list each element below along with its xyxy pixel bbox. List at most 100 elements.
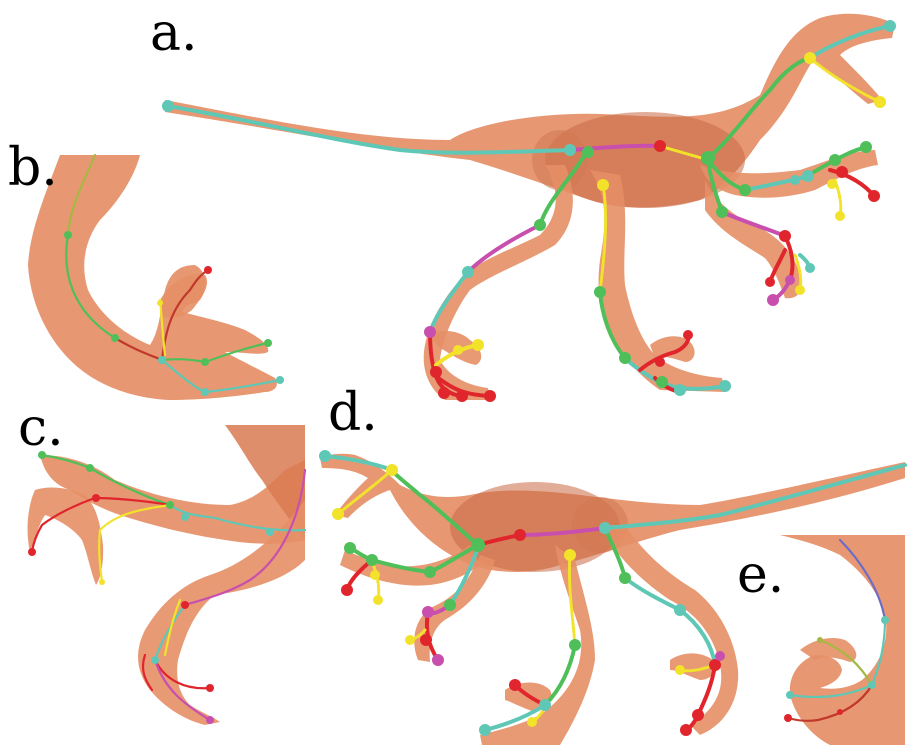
joint	[767, 294, 779, 306]
joint	[162, 100, 174, 112]
joint	[484, 390, 496, 402]
joint	[341, 584, 353, 596]
joint	[835, 211, 845, 221]
joint	[564, 549, 576, 561]
joint	[805, 263, 815, 273]
joint	[837, 709, 843, 715]
joint	[264, 339, 272, 347]
joint	[181, 513, 189, 521]
joint	[157, 300, 163, 306]
joint	[874, 96, 886, 108]
joint	[599, 522, 611, 534]
joint	[444, 599, 456, 611]
joint	[860, 141, 872, 153]
joint	[479, 724, 491, 736]
joint	[786, 691, 794, 699]
joint	[344, 542, 356, 554]
joint	[266, 528, 274, 536]
panel-label-d: d.	[328, 383, 378, 443]
panel-c: c.	[18, 398, 305, 725]
joint	[201, 358, 209, 366]
joint	[386, 464, 398, 476]
joint	[370, 570, 380, 580]
joint	[111, 334, 119, 342]
joint	[790, 175, 800, 185]
joint	[836, 166, 848, 178]
joint	[692, 709, 704, 721]
joint	[64, 231, 72, 239]
joint	[509, 679, 521, 691]
joint	[206, 684, 214, 692]
joint	[432, 654, 444, 666]
panel-label-b: b.	[8, 138, 58, 198]
joint	[739, 184, 751, 196]
joint	[206, 716, 214, 724]
joint	[569, 639, 581, 651]
panel-b: b.	[8, 138, 284, 400]
joint	[420, 634, 432, 646]
joint	[422, 606, 434, 618]
panel-label-e: e.	[737, 545, 784, 605]
joint	[784, 714, 792, 722]
joint	[817, 637, 823, 643]
joint	[656, 376, 668, 388]
joint	[765, 277, 775, 287]
joint	[438, 387, 450, 399]
joint	[701, 151, 715, 165]
joint	[366, 554, 378, 566]
joint	[884, 20, 896, 32]
joint	[319, 450, 331, 462]
joint	[655, 357, 665, 367]
joint	[471, 538, 485, 552]
joint	[181, 601, 189, 609]
joint	[151, 656, 159, 664]
joint	[785, 275, 795, 285]
joint	[564, 144, 576, 156]
joint	[462, 266, 474, 278]
joint	[424, 326, 436, 338]
panel-label-c: c.	[18, 398, 64, 458]
joint	[201, 388, 209, 396]
panel-e: e.	[737, 535, 905, 745]
joint	[582, 146, 594, 158]
panel-label-a: a.	[150, 3, 198, 63]
joint	[514, 529, 526, 541]
joint	[527, 717, 537, 727]
joint	[779, 230, 791, 242]
joint	[795, 285, 805, 295]
joint	[715, 651, 725, 661]
joint	[158, 356, 166, 364]
joint	[719, 380, 731, 392]
joint	[829, 154, 841, 166]
joint	[204, 266, 212, 274]
joint	[804, 52, 816, 64]
joint	[424, 566, 436, 578]
joint	[654, 140, 666, 152]
foot-b-skin	[28, 155, 277, 400]
joint	[373, 595, 383, 605]
joint	[716, 206, 728, 218]
joint	[166, 501, 174, 509]
joint	[534, 219, 546, 231]
joint	[597, 179, 609, 191]
joint	[430, 366, 442, 378]
joint	[92, 494, 100, 502]
joint	[868, 681, 876, 689]
joint	[827, 179, 837, 189]
joint	[28, 548, 36, 556]
joint	[802, 170, 814, 182]
joint	[594, 286, 606, 298]
joint	[276, 376, 284, 384]
joint	[674, 604, 686, 616]
joint	[456, 390, 468, 402]
joint	[332, 508, 344, 520]
joint	[472, 339, 484, 351]
joint	[99, 579, 105, 585]
joint	[868, 190, 880, 202]
joint	[881, 616, 889, 624]
joint	[619, 572, 631, 584]
joint	[683, 330, 693, 340]
joint	[619, 352, 631, 364]
joint	[674, 384, 686, 396]
